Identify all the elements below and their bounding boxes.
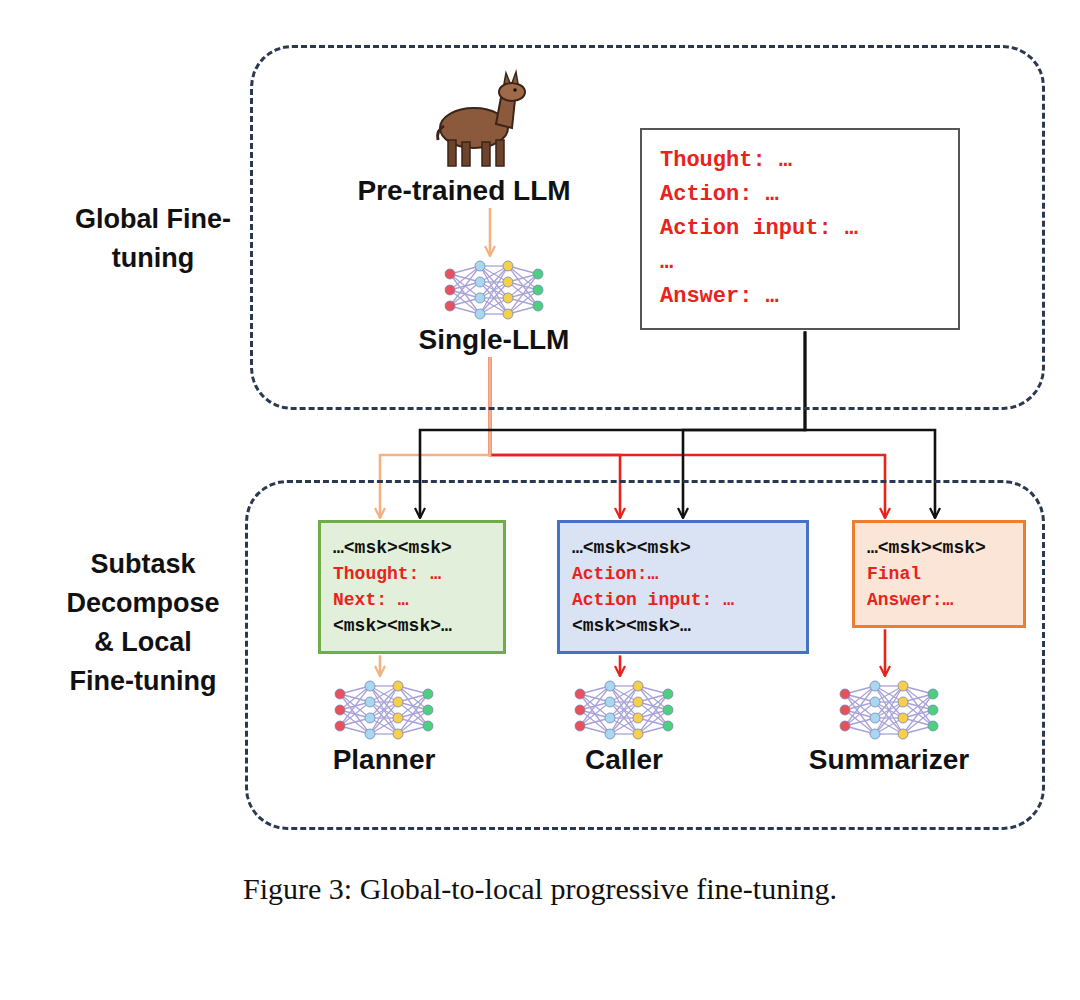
neural-net-icon [837,678,941,742]
model-node: Pre-trained LLM [280,175,648,207]
model-label: Single-LLM [400,324,588,356]
format-line: …<msk><msk> [333,535,491,561]
figure-caption: Figure 3: Global-to-local progressive fi… [0,872,1080,906]
llama-icon [438,72,525,166]
subtask-box: …<msk><msk>Thought: …Next: …<msk><msk>… [318,520,506,654]
model-node: Single-LLM [400,258,588,356]
format-line: Action input: … [660,212,940,246]
model-label: Pre-trained LLM [280,175,648,207]
neural-net-icon [442,258,546,322]
region-box: Subtask Decompose & Local Fine-tuning…<m… [245,480,1045,830]
format-line: <msk><msk>… [333,613,491,639]
format-line: … [660,246,940,280]
format-line: Thought: … [660,144,940,178]
flow-arrow [380,357,490,518]
format-line: <msk><msk>… [572,613,794,639]
format-line: Answer: … [660,280,940,314]
region-label: Subtask Decompose & Local Fine-tuning [64,545,222,702]
flow-arrow [619,655,622,676]
format-line: Next: … [333,587,491,613]
model-node: Planner [300,678,468,776]
flow-arrow [490,357,620,518]
neural-net-icon [332,678,436,742]
flow-arrow [420,331,805,518]
model-label: Planner [300,744,468,776]
format-line: Action input: … [572,587,794,613]
model-node: Summarizer [790,678,988,776]
format-line: Final Answer:… [867,561,985,613]
model-node: Caller [540,678,708,776]
format-line: Thought: … [333,561,491,587]
flow-arrow [379,655,382,676]
subtask-box: …<msk><msk>Final Answer:… [852,520,1026,628]
flow-arrow [884,629,887,676]
region-box: Global Fine-tuningPre-trained LLMSingle-… [250,45,1045,410]
flow-arrow [683,331,805,518]
flow-arrow [490,357,885,518]
flow-arrow [489,208,492,256]
region-label: Global Fine-tuning [74,200,232,278]
format-line: …<msk><msk> [867,535,1011,561]
format-line: Action:… [572,561,794,587]
flow-arrow [805,331,935,518]
subtask-box: …<msk><msk>Action:…Action input: …<msk><… [557,520,809,654]
format-line: …<msk><msk> [572,535,794,561]
model-label: Summarizer [790,744,988,776]
neural-net-icon [572,678,676,742]
format-line: Action: … [660,178,940,212]
format-box: Thought: …Action: …Action input: ……Answe… [640,128,960,330]
model-label: Caller [540,744,708,776]
